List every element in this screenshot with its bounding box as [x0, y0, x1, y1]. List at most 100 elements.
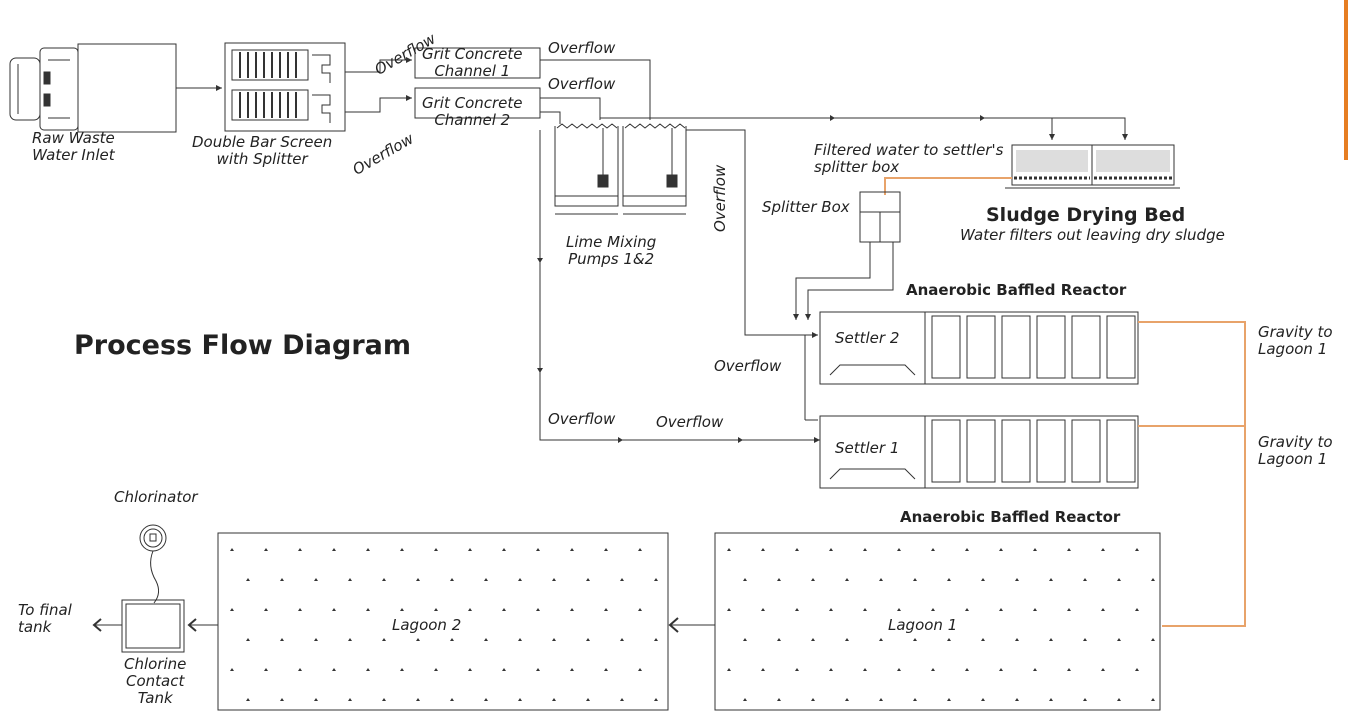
lagoon-dot: [280, 638, 284, 641]
lagoon-dot: [1101, 608, 1105, 611]
lagoon-dot: [484, 698, 488, 701]
lagoon-dot: [450, 698, 454, 701]
lagoon-dot: [314, 638, 318, 641]
lagoon-dot: [416, 698, 420, 701]
lagoon-dot: [450, 578, 454, 581]
lagoon-dot: [416, 638, 420, 641]
lagoon-dot: [879, 578, 883, 581]
lagoon-dot: [400, 668, 404, 671]
lagoon-dot: [1067, 608, 1071, 611]
lagoon-dot: [1015, 698, 1019, 701]
lagoon-dot: [829, 668, 833, 671]
abr-2-shape: [819, 311, 1139, 385]
lagoon-dot: [314, 698, 318, 701]
lagoon-dot: [1151, 698, 1155, 701]
lagoon-dot: [586, 578, 590, 581]
lagoon-dot: [931, 608, 935, 611]
lagoon-dot: [366, 608, 370, 611]
lagoon-dot: [1049, 578, 1053, 581]
overflow-label-4: Overflow: [548, 75, 616, 93]
lagoon-dot: [518, 638, 522, 641]
bar-screen-icon: [224, 42, 346, 132]
settler-1-label: Settler 1: [835, 439, 900, 457]
lagoon-dot: [434, 608, 438, 611]
lagoon-dot: [518, 578, 522, 581]
lagoon-dot: [1049, 638, 1053, 641]
chlorinator-label: Chlorinator: [114, 488, 198, 506]
lagoon-dot: [552, 698, 556, 701]
lagoon-dot: [332, 668, 336, 671]
lagoon-dot: [981, 698, 985, 701]
lagoon-dot: [298, 608, 302, 611]
lagoon-dot: [1015, 638, 1019, 641]
lagoon-dot: [1083, 638, 1087, 641]
lagoon-dot: [1151, 638, 1155, 641]
lagoon-dot: [620, 698, 624, 701]
lagoon-dot: [1135, 668, 1139, 671]
lagoon-dot: [897, 548, 901, 551]
lagoon-2-label: Lagoon 2: [392, 616, 462, 634]
lagoon-dot: [777, 698, 781, 701]
lagoon-dot: [863, 668, 867, 671]
lagoon-dot: [1033, 548, 1037, 551]
splitter-box-label: Splitter Box: [762, 198, 850, 216]
lagoon-dot: [761, 548, 765, 551]
settler-2-label: Settler 2: [835, 329, 900, 347]
lagoon-dot: [246, 698, 250, 701]
lagoon-dot: [502, 608, 506, 611]
lagoon-dot: [264, 608, 268, 611]
lagoon-dot: [434, 668, 438, 671]
lagoon-dot: [879, 698, 883, 701]
lagoon-dot: [468, 608, 472, 611]
splitter-box-shape: [859, 191, 901, 243]
lagoon-dot: [518, 698, 522, 701]
lagoon-dot: [654, 698, 658, 701]
lagoon-dot: [570, 548, 574, 551]
lagoon-dot: [382, 578, 386, 581]
lagoon-dot: [484, 638, 488, 641]
lagoon-dot: [332, 608, 336, 611]
lagoon-dot: [1117, 638, 1121, 641]
lagoon-dot: [400, 548, 404, 551]
lagoon-dot: [777, 578, 781, 581]
lagoon-dot: [450, 638, 454, 641]
grit-channel-1: [414, 47, 541, 79]
lagoon-dots: [230, 548, 1155, 701]
grit-channel-2: [414, 87, 541, 119]
lagoon-dot: [777, 638, 781, 641]
lagoon-dot: [638, 548, 642, 551]
lagoon-dot: [468, 668, 472, 671]
lagoon-dot: [246, 578, 250, 581]
sludge-drying-bed: [1005, 144, 1180, 189]
lagoon-dot: [1117, 698, 1121, 701]
lagoon-dot: [484, 578, 488, 581]
lagoon-dot: [468, 548, 472, 551]
overflow-label-8: Overflow: [656, 413, 724, 431]
lagoon-dot: [1067, 548, 1071, 551]
lagoon-dot: [897, 608, 901, 611]
lagoon-dot: [761, 608, 765, 611]
lagoon-dot: [348, 638, 352, 641]
lagoon-dot: [1049, 698, 1053, 701]
lagoon-dot: [727, 548, 731, 551]
lagoon-dot: [1083, 578, 1087, 581]
lagoon-dot: [811, 638, 815, 641]
truck-icon: [9, 43, 177, 133]
lagoon-dot: [795, 608, 799, 611]
abr-bottom-label: Anaerobic Baffled Reactor: [900, 508, 1121, 526]
lagoon-dot: [897, 668, 901, 671]
lagoon-dot: [1135, 608, 1139, 611]
lagoon-dot: [638, 668, 642, 671]
lagoon-dot: [536, 668, 540, 671]
lagoon-dot: [1101, 548, 1105, 551]
abr-1-shape: [819, 415, 1139, 489]
lagoon-dot: [811, 578, 815, 581]
lagoon-dot: [1033, 668, 1037, 671]
lagoon-dot: [620, 638, 624, 641]
